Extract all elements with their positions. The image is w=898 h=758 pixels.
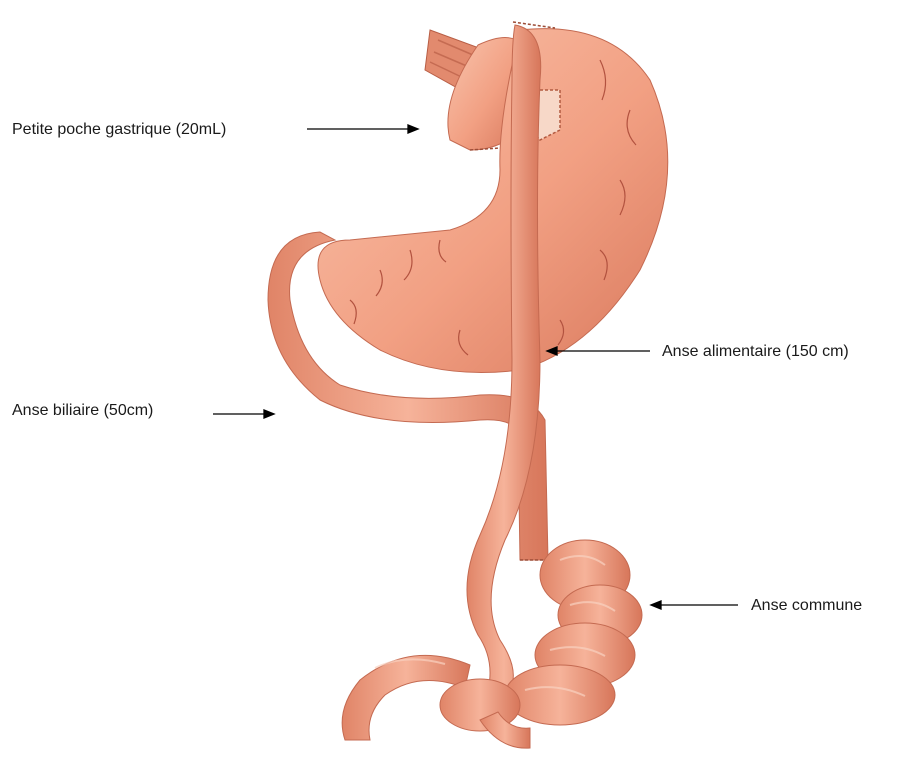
arrow-biliary-head: [264, 410, 274, 418]
label-gastric-pouch: Petite poche gastrique (20mL): [12, 121, 226, 139]
label-biliary-limb: Anse biliaire (50cm): [12, 402, 153, 420]
label-alimentary-limb: Anse alimentaire (150 cm): [662, 343, 849, 361]
label-common-limb: Anse commune: [751, 597, 862, 615]
arrow-common-head: [651, 601, 661, 609]
arrow-pouch-head: [408, 125, 418, 133]
